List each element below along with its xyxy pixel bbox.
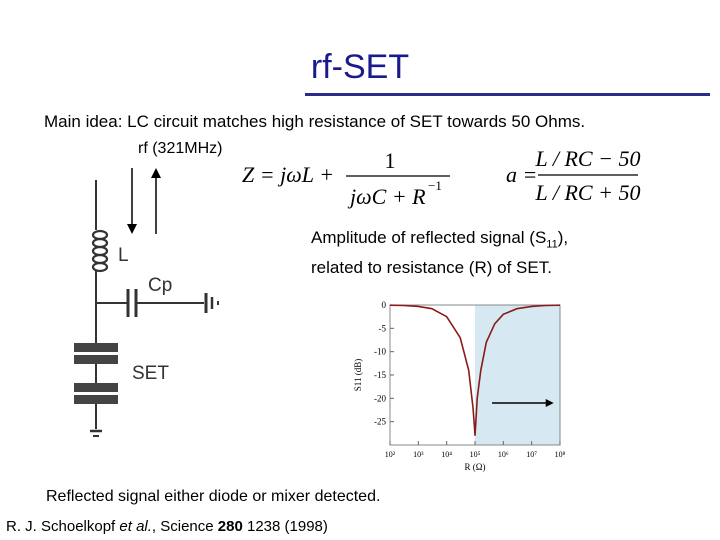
arrow-head [545, 399, 554, 407]
citation-authors: R. J. Schoelkopf [6, 518, 120, 535]
citation-volume: 280 [217, 518, 243, 535]
inductor-label: L [118, 245, 129, 266]
z-formula-denominator: jωC + R [347, 184, 426, 209]
a-formula-lhs: a = [506, 162, 537, 187]
y-tick-label: -5 [379, 323, 387, 333]
x-tick-label: 10² [385, 450, 396, 459]
lc-circuit-diagram: L Cp SET [74, 180, 219, 437]
slide-title: rf-SET [310, 48, 410, 86]
amplitude-line-1: Amplitude of reflected signal (S11), [311, 226, 568, 256]
a-formula-denominator: L / RC + 50 [535, 180, 641, 205]
citation-journal: , Science [151, 518, 218, 535]
amplitude-text-end: ), [557, 228, 569, 247]
y-tick-label: -10 [374, 347, 386, 357]
impedance-formulas: Z = jωL + 1 jωC + R −1 a = L / RC − 50 L… [242, 146, 641, 209]
citation-pages: 1238 (1998) [242, 518, 328, 535]
x-tick-label: 10⁶ [498, 450, 509, 459]
z-formula-exponent: −1 [428, 178, 442, 193]
set-junction-bottom [74, 383, 118, 404]
s11-vs-resistance-chart: 0 -5 -10 -15 -20 -25 10² 10³ 10⁴ 10⁵ 10⁶ 10⁷ 10⁸ R … [353, 300, 566, 472]
y-tick-label: -25 [374, 417, 386, 427]
inductor-symbol [91, 229, 109, 273]
x-tick-label: 10³ [413, 450, 424, 459]
capacitor-label: Cp [148, 275, 172, 296]
amplitude-description: Amplitude of reflected signal (S11), rel… [311, 226, 568, 280]
x-tick-label: 10⁵ [470, 450, 481, 459]
increasing-resistance-arrow [492, 399, 554, 407]
amplitude-text-start: Amplitude of reflected signal (S [311, 228, 547, 247]
s11-curve [389, 304, 561, 436]
y-tick-label: -15 [374, 370, 386, 380]
y-tick-label: -20 [374, 393, 386, 403]
x-tick-label: 10⁸ [555, 450, 566, 459]
detection-note: Reflected signal either diode or mixer d… [46, 488, 381, 505]
x-tick-label: 10⁴ [441, 450, 452, 459]
amplitude-subscript: 11 [546, 238, 558, 251]
set-junction-top [74, 343, 118, 364]
citation: R. J. Schoelkopf et al., Science 280 123… [6, 518, 328, 535]
rf-in-arrow-head [127, 224, 137, 234]
title-underline [305, 93, 710, 96]
set-label: SET [132, 363, 169, 384]
rf-out-arrow-head [151, 168, 161, 178]
main-idea-text: Main idea: LC circuit matches high resis… [44, 112, 586, 131]
y-tick-label: 0 [382, 300, 387, 310]
high-resistance-region [475, 305, 560, 445]
ground-symbol-right [204, 293, 219, 313]
y-axis-label: S11 (dB) [353, 359, 363, 391]
z-formula-numerator: 1 [385, 148, 396, 173]
a-formula-numerator: L / RC − 50 [535, 146, 641, 171]
x-axis-label: R (Ω) [465, 462, 486, 472]
x-tick-label: 10⁷ [526, 450, 537, 459]
y-axis-ticks: 0 -5 -10 -15 -20 -25 [374, 300, 394, 427]
rf-arrows [127, 168, 161, 234]
amplitude-line-2: related to resistance (R) of SET. [311, 258, 552, 278]
ground-symbol-bottom [90, 429, 102, 437]
x-axis-ticks: 10² 10³ 10⁴ 10⁵ 10⁶ 10⁷ 10⁸ [385, 441, 566, 459]
citation-etal: et al. [119, 518, 152, 535]
rf-frequency-label: rf (321MHz) [138, 140, 223, 157]
z-formula-lhs: Z = jωL + [242, 162, 334, 187]
